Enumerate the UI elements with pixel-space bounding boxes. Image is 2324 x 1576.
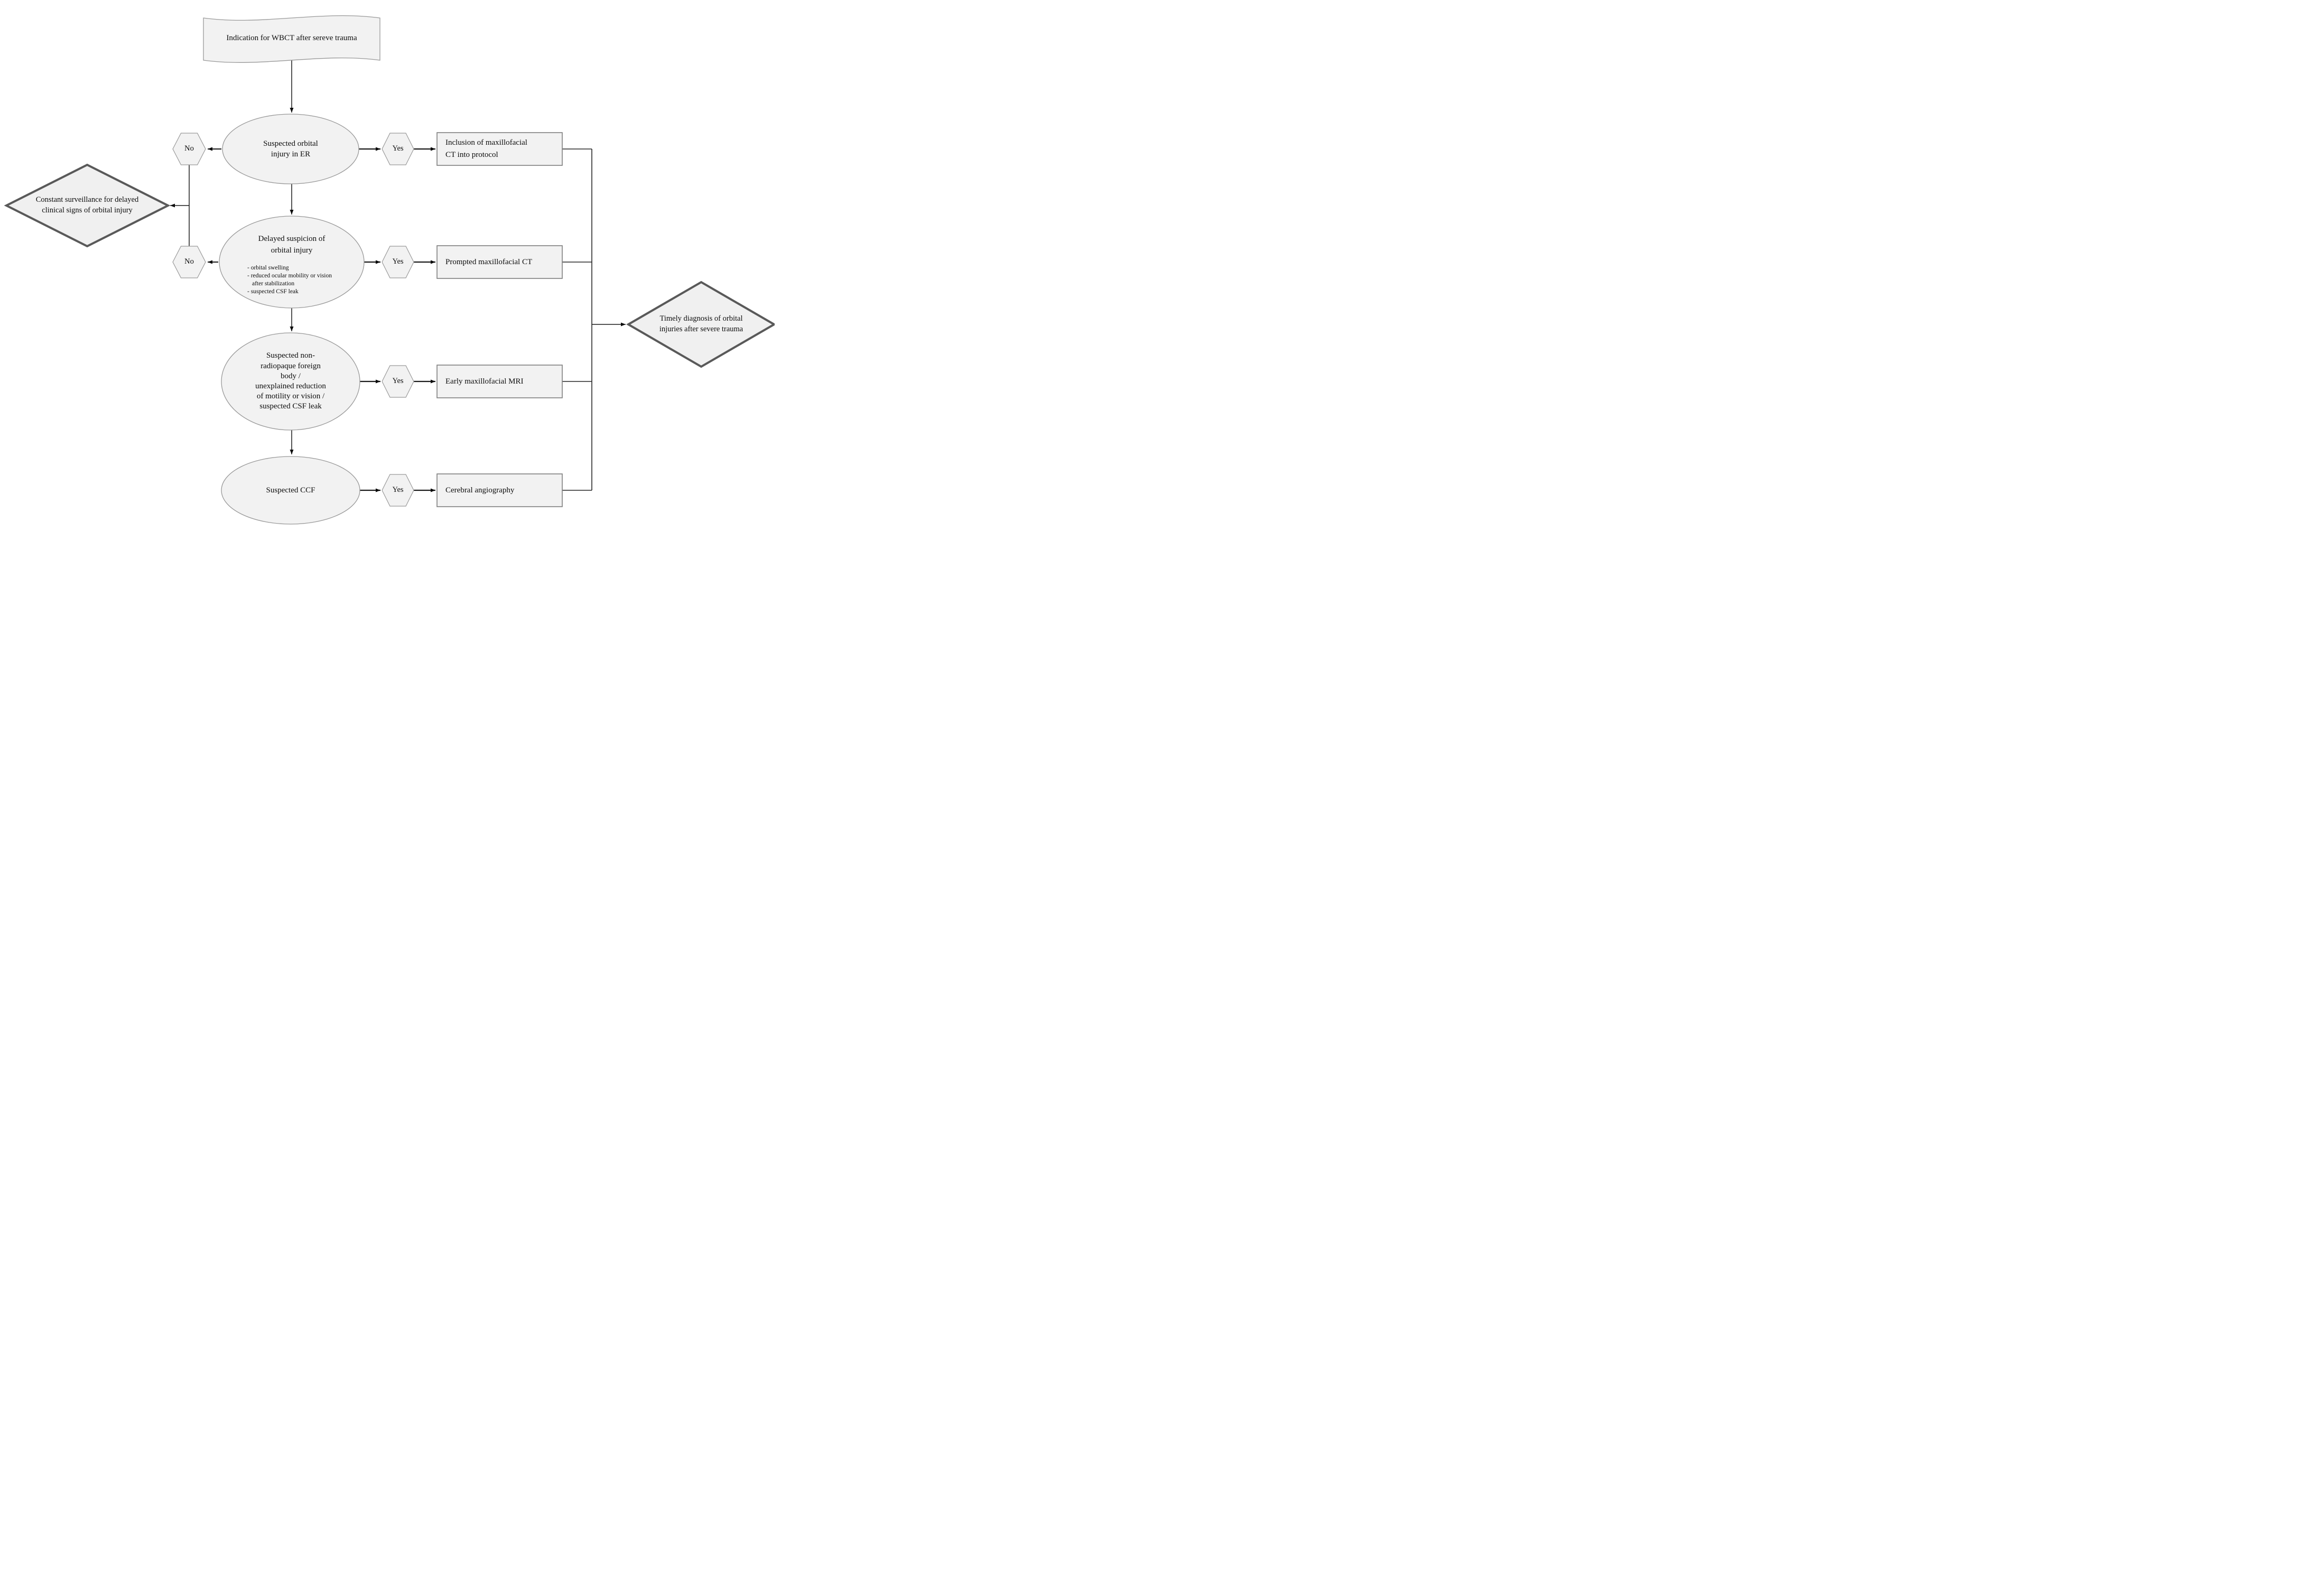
outcome-diamond-surveillance xyxy=(4,163,171,248)
yes-hexagon-ccf xyxy=(382,474,414,507)
yes-hexagon-foreign-body xyxy=(382,365,414,398)
action-box-inclusion-ct xyxy=(436,132,563,166)
decision-ellipse-foreign-body xyxy=(221,332,360,431)
decision-ellipse-er xyxy=(222,114,359,184)
yes-hexagon-delayed xyxy=(382,246,414,278)
no-hexagon-er xyxy=(172,133,206,165)
action-box-early-mri xyxy=(436,365,563,398)
flowchart-canvas: Indication for WBCT after sereve trauma … xyxy=(0,0,775,525)
no-hexagon-delayed xyxy=(172,246,206,278)
start-flag-shape xyxy=(203,15,380,63)
action-box-prompted-ct xyxy=(436,245,563,279)
decision-ellipse-delayed xyxy=(219,216,365,309)
outcome-diamond-timely-diagnosis xyxy=(626,281,775,368)
action-box-angiography xyxy=(436,473,563,507)
flowchart-diagram xyxy=(4,15,775,525)
yes-hexagon-er xyxy=(382,133,414,165)
decision-ellipse-ccf xyxy=(221,456,360,525)
